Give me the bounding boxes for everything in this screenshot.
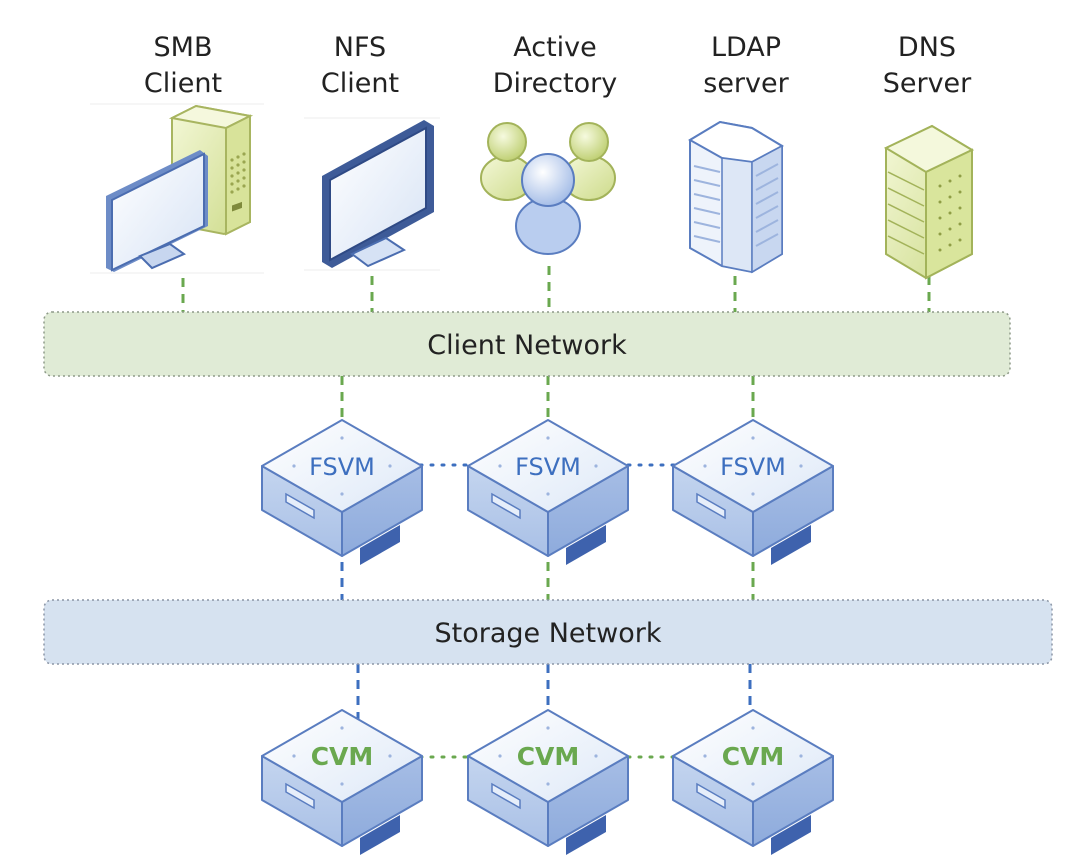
cvm-label: CVM [517,742,580,771]
storage-network-bar [43,599,1053,665]
client-label-ldap: LDAP server [686,30,806,102]
client-label-line1: Active [513,32,597,63]
client-uplinks [181,266,931,312]
client-label-line1: SMB [153,32,213,63]
user-group-icon [480,122,616,255]
cvm-node: CVM [467,709,629,855]
cvm-node: CVM [261,709,423,855]
client-label-line2: server [703,68,789,99]
monitor-with-tower-icon [90,103,264,274]
server-rack-icon [883,124,975,280]
fsvm-node: FSVM [261,419,423,565]
client-label-line1: DNS [897,32,957,63]
server-building-icon [688,120,785,274]
cvm-node: CVM [672,709,834,855]
fsvm-label: FSVM [720,453,786,481]
client-label-dns: DNS Server [867,30,987,102]
client-label-nfs: NFS Client [300,30,420,102]
client-label-line2: Client [143,68,223,99]
monitor-icon [304,117,440,271]
client-label-line2: Client [320,68,400,99]
cvm-label: CVM [311,742,374,771]
fsvm-label: FSVM [309,453,375,481]
fsvm-row: FSVM FSVM FSVM [261,419,834,565]
fsvm-label: FSVM [515,453,581,481]
fsvm-node: FSVM [467,419,629,565]
client-label-active-directory: Active Directory [475,30,635,102]
fsvm-node: FSVM [672,419,834,565]
fsvm-to-storage-links [340,562,755,600]
client-network-label: Client Network [427,330,627,361]
client-to-fsvm-links [340,376,755,430]
cvm-label: CVM [722,742,785,771]
client-label-line1: LDAP [710,32,782,63]
client-label-line2: Server [882,68,972,99]
client-label-line1: NFS [333,32,387,63]
storage-network-label: Storage Network [435,618,662,649]
client-label-line2: Directory [492,68,618,99]
client-network-bar [43,311,1011,377]
client-label-smb: SMB Client [123,30,243,102]
cvm-row: CVM CVM CVM [261,709,834,855]
